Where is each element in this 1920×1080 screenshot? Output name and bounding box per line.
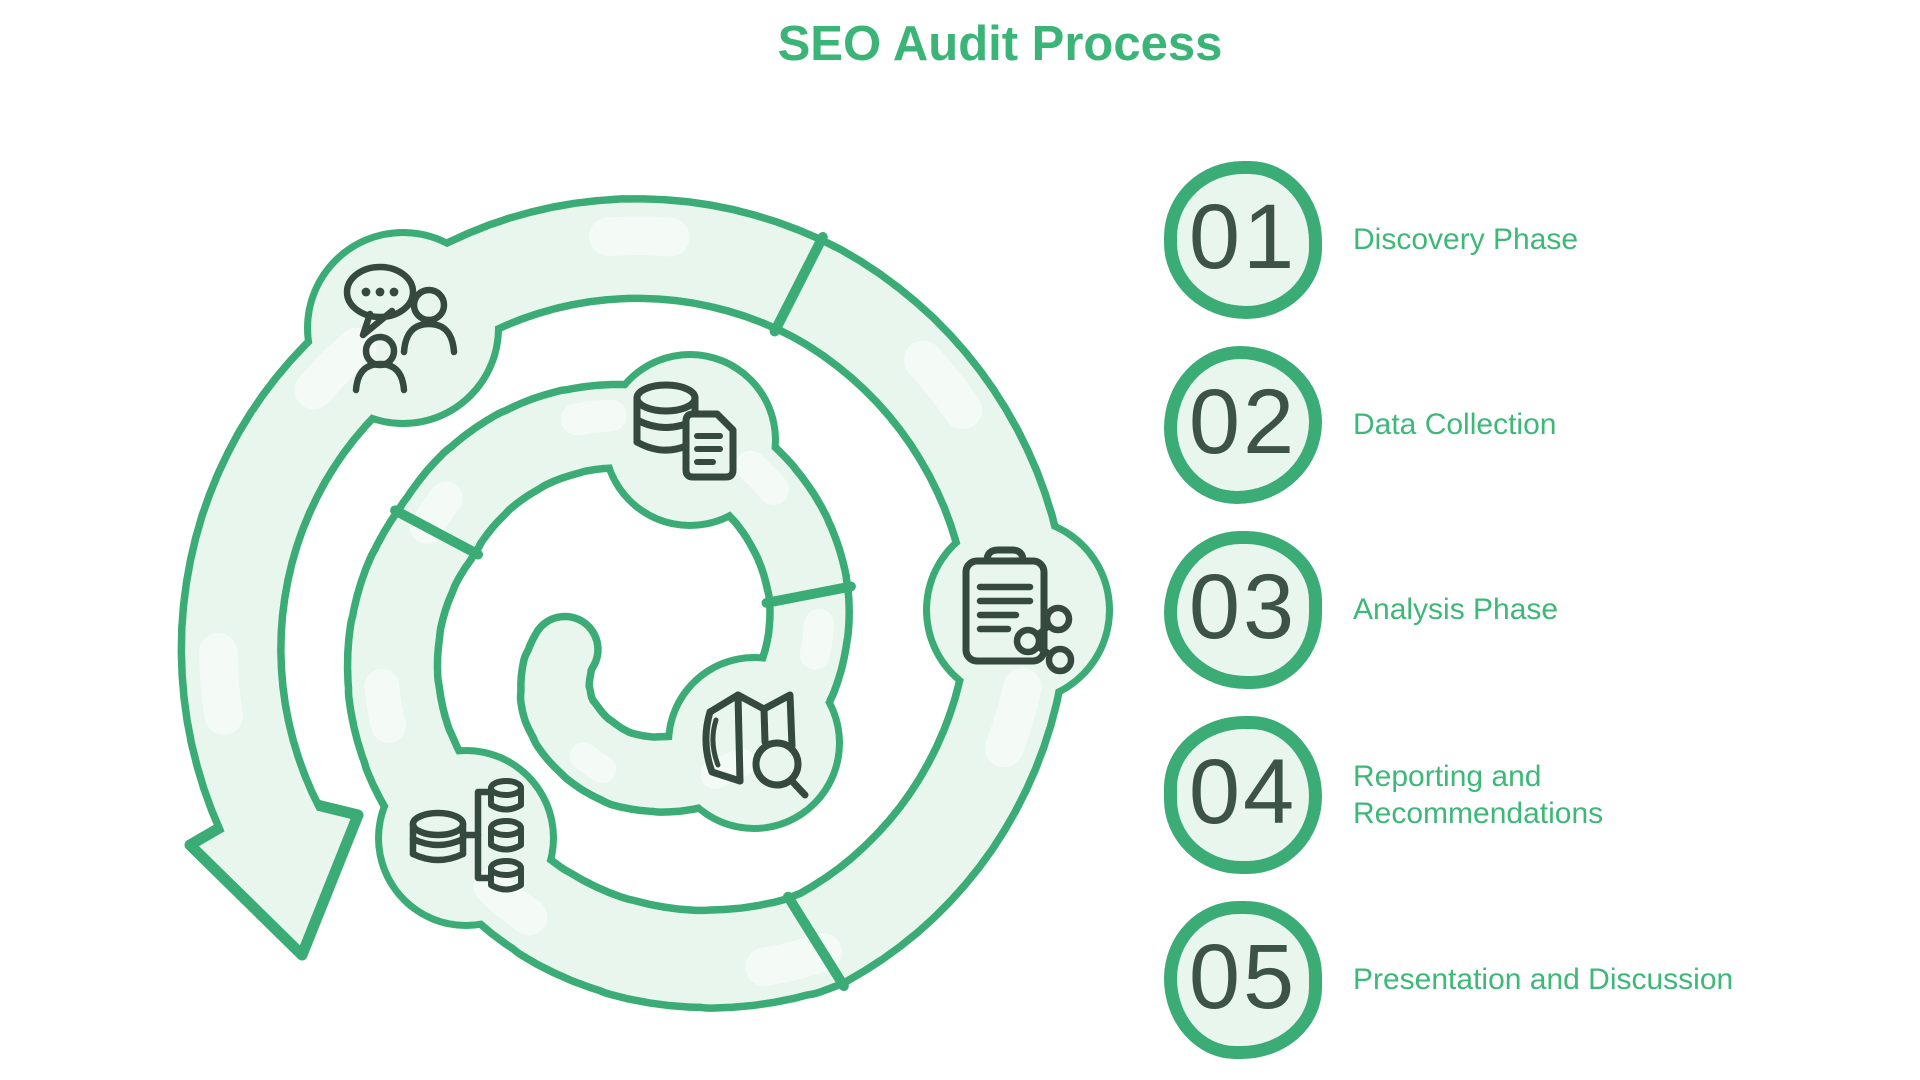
step-number-badge: 04 [1164, 716, 1322, 874]
step-number-badge: 02 [1164, 346, 1322, 504]
step-number: 03 [1188, 555, 1298, 658]
clipboard-share-icon [962, 546, 1075, 675]
legend-item: 01 Discovery Phase [1164, 161, 1578, 319]
legend-item: 03 Analysis Phase [1164, 531, 1558, 689]
step-number-badge: 05 [1164, 901, 1322, 1059]
step-number: 01 [1188, 185, 1298, 288]
data-distribution-icon [409, 778, 524, 893]
legend-label: Discovery Phase [1353, 223, 1579, 257]
spiral-icons [343, 263, 1075, 893]
legend-label: Reporting and Recommendations [1353, 759, 1604, 831]
legend-label: Analysis Phase [1353, 593, 1559, 627]
step-number: 02 [1188, 370, 1298, 473]
step-number: 05 [1188, 925, 1298, 1028]
database-document-icon [633, 381, 737, 481]
discussion-people-icon [343, 263, 458, 394]
legend-item: 04 Reporting and Recommendations [1164, 716, 1603, 874]
legend-item: 05 Presentation and Discussion [1164, 901, 1733, 1059]
legend-label: Presentation and Discussion [1353, 963, 1734, 997]
page-title: SEO Audit Process [777, 17, 1223, 71]
step-number: 04 [1188, 740, 1298, 843]
map-search-icon [702, 691, 809, 799]
legend-label: Data Collection [1353, 408, 1557, 442]
legend-item: 02 Data Collection [1164, 346, 1556, 504]
step-number-badge: 01 [1164, 161, 1322, 319]
step-number-badge: 03 [1164, 531, 1322, 689]
